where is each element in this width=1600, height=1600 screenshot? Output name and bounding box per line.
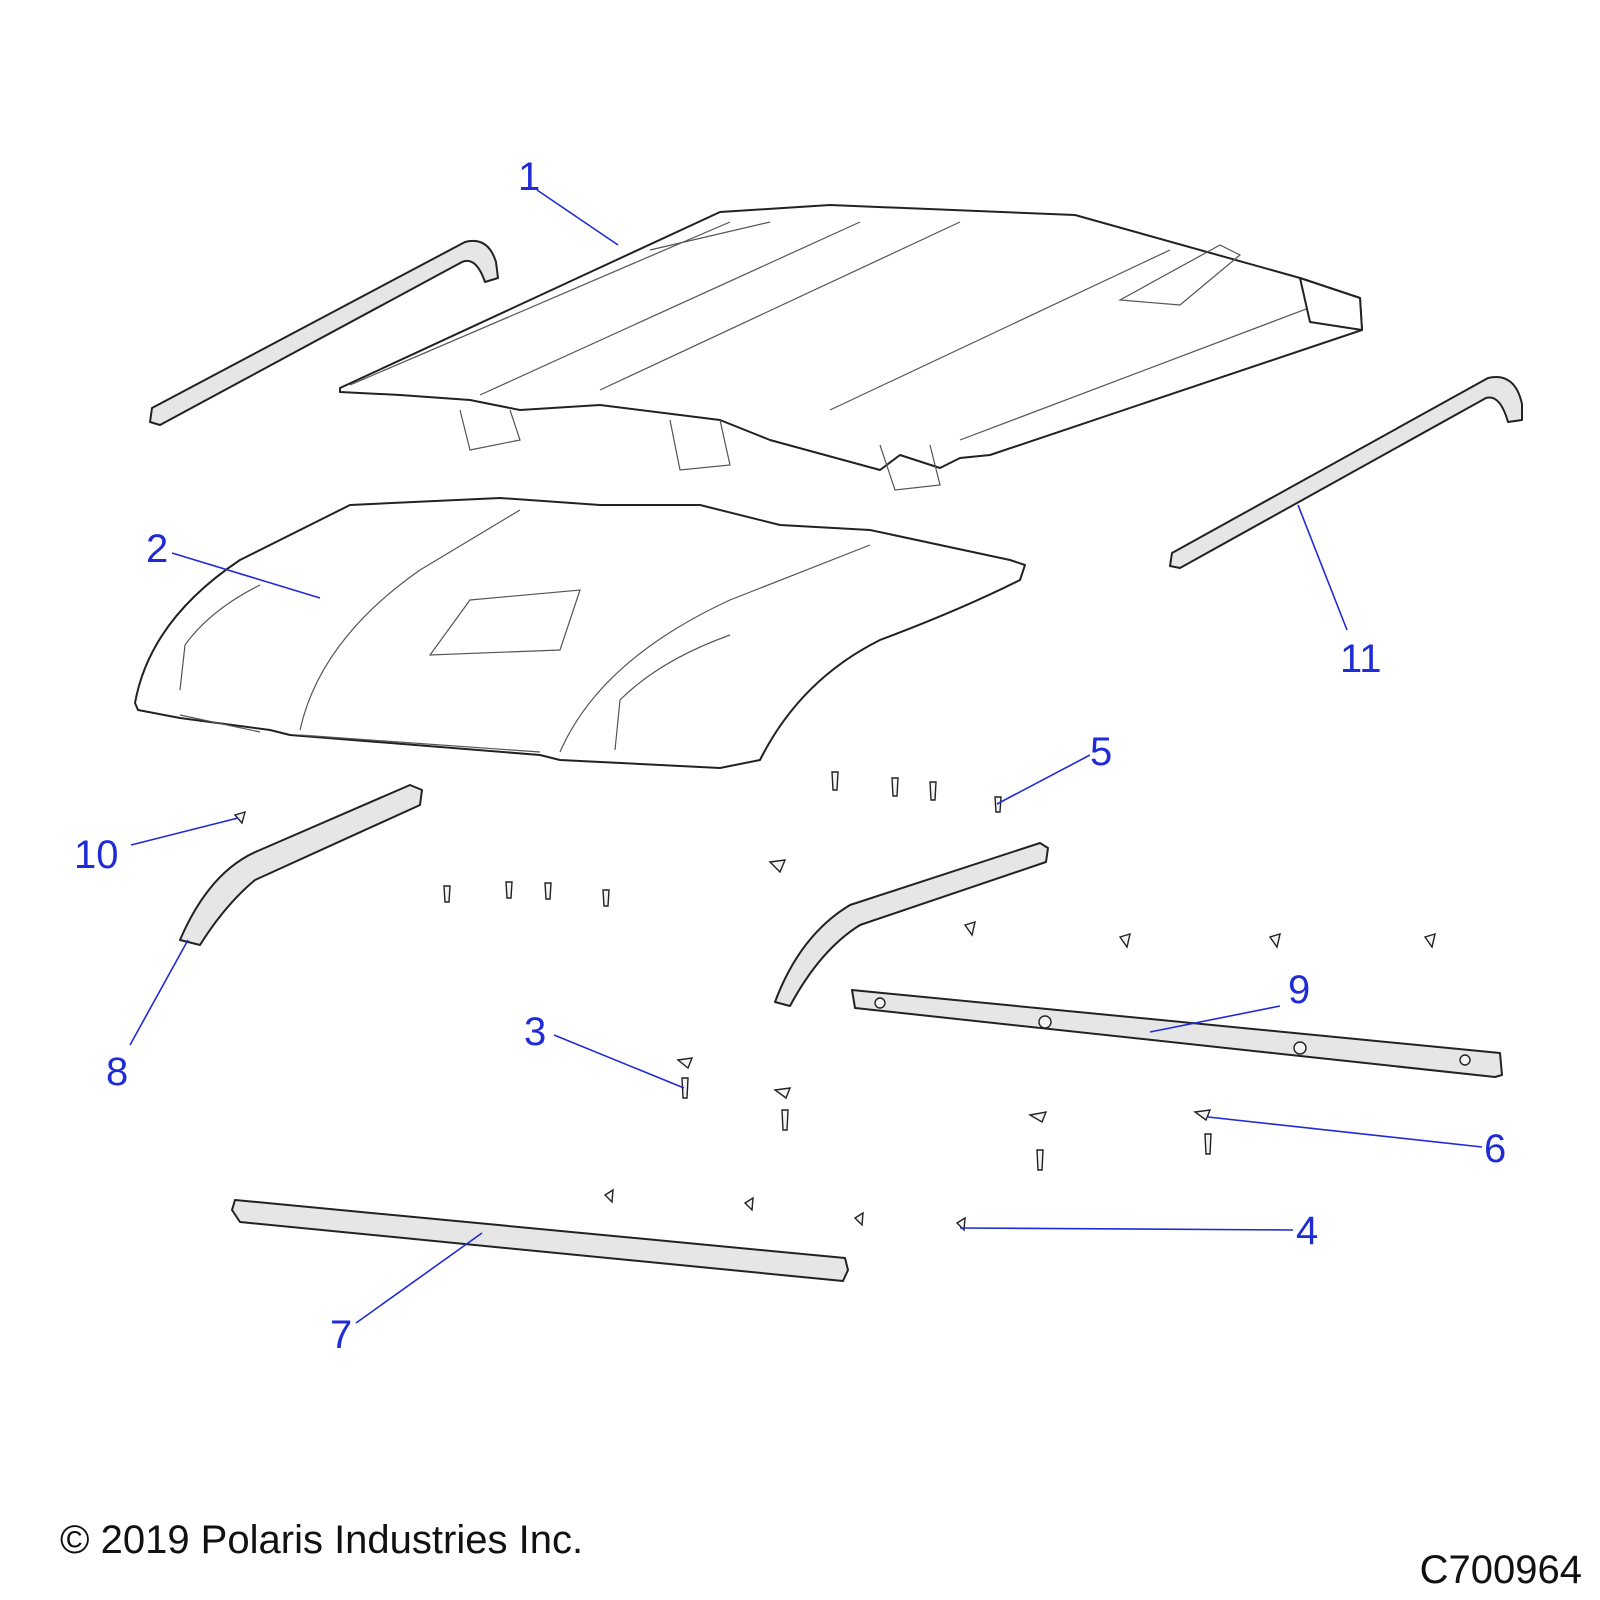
roof-frame-part-1 [339,204,1363,491]
side-rail-part-11 [1169,376,1523,569]
side-rail-upper-left [149,240,499,426]
callout-6: 6 [1484,1127,1506,1171]
roof-top-part-2 [134,497,1026,769]
curved-trim-right [774,842,1049,1007]
drawing-id: C700964 [1419,1548,1582,1592]
fasteners [233,771,1436,1232]
callout-8: 8 [106,1050,128,1094]
front-bar-part-7 [231,1199,849,1282]
callout-5: 5 [1090,730,1112,774]
callout-7: 7 [330,1313,352,1357]
callout-labels: 1 2 3 4 5 6 7 8 9 10 11 [74,155,1506,1357]
callout-9: 9 [1288,968,1310,1012]
callout-10: 10 [74,833,119,877]
callout-2: 2 [146,527,168,571]
callout-4: 4 [1296,1209,1318,1253]
callout-1: 1 [518,155,540,199]
curved-trim-part-8 [179,784,423,946]
leader-lines [129,189,1483,1324]
callout-3: 3 [524,1010,546,1054]
callout-11: 11 [1340,637,1382,681]
copyright-text: © 2019 Polaris Industries Inc. [60,1518,584,1562]
support-bar-part-9 [851,989,1503,1078]
